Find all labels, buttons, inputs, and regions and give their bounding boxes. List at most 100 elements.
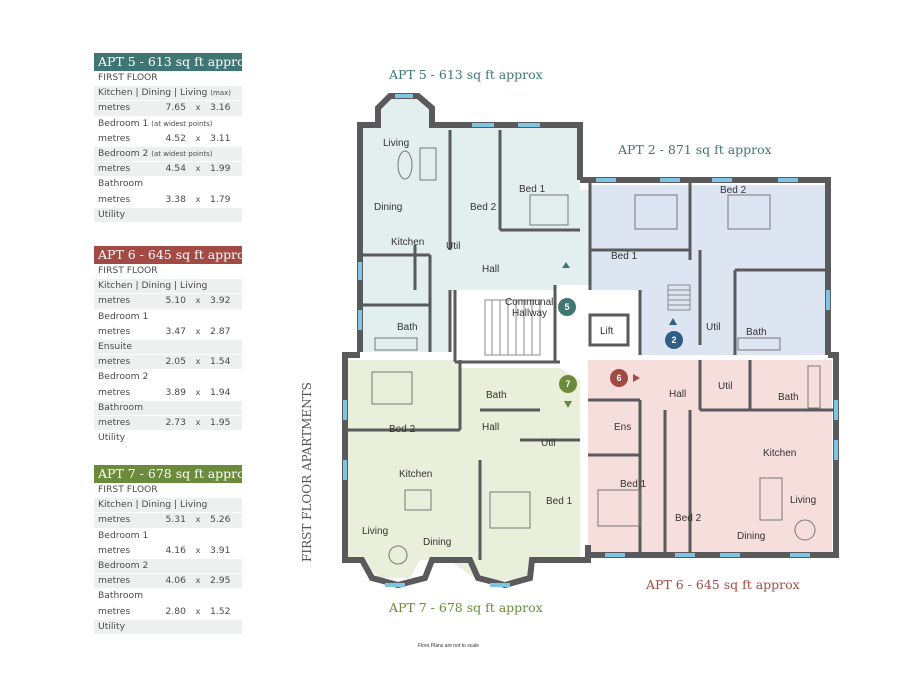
apt5-floor: FIRST FLOOR	[94, 71, 242, 87]
communal-stairs	[484, 299, 541, 356]
apt7-room-name: Bedroom 1	[94, 529, 242, 544]
apt6-room-name: Ensuite	[94, 340, 242, 356]
apt6-extra: Utility	[94, 431, 242, 447]
room-label: Communal	[505, 297, 553, 308]
apt5-spec-title: APT 5 - 613 sq ft approx	[94, 53, 252, 71]
room-label: Bed 1	[620, 479, 647, 490]
room-label: Kitchen	[399, 469, 432, 480]
room-label: Bed 1	[611, 251, 638, 262]
apt6-floor: FIRST FLOOR	[94, 264, 242, 280]
bath	[737, 337, 781, 351]
entrance-marker-apt7: 7	[559, 375, 577, 408]
apt7-outer-wall	[342, 352, 591, 589]
marker-label: 5	[564, 302, 569, 312]
room-label: Ens	[614, 422, 631, 433]
room-label: Hall	[669, 389, 686, 400]
apartment-fills	[348, 96, 832, 580]
plan-title-apt7: APT 7 - 678 sq ft approx	[389, 600, 543, 615]
room-label: Hall	[482, 422, 499, 433]
apt5-extra: Utility	[94, 207, 242, 224]
room-label: Bath	[397, 322, 418, 333]
apt7-fill	[348, 360, 580, 580]
apt2-stairs	[667, 284, 691, 311]
room-label: Bed 2	[389, 424, 416, 435]
apt5-room-name: Kitchen | Dining | Living (max)	[94, 86, 242, 102]
apt5-spec-panel: APT 5 - 613 sq ft approx FIRST FLOOR Kit…	[94, 53, 252, 224]
apt6-room-name: Bathroom	[94, 400, 242, 417]
apt5-room-name: Bedroom 2 (at widest points)	[94, 147, 242, 163]
bed	[634, 194, 678, 230]
room-label: Bed 1	[519, 184, 546, 195]
sofa	[759, 477, 783, 521]
room-label: Util	[541, 438, 555, 449]
apt5-room-name: Bedroom 1 (at widest points)	[94, 117, 242, 132]
apt7-spec-panel: APT 7 - 678 sq ft approx FIRST FLOOR Kit…	[94, 465, 252, 636]
plan-title-apt2: APT 2 - 871 sq ft approx	[618, 142, 772, 157]
room-label: Kitchen	[763, 448, 796, 459]
marker-label: 7	[565, 379, 570, 389]
furniture	[371, 147, 821, 565]
apt5-room-name: Bathroom	[94, 177, 242, 193]
room-label: Util	[706, 322, 720, 333]
apt6-spec-title: APT 6 - 645 sq ft approx	[94, 246, 252, 264]
room-label: Living	[383, 138, 409, 149]
apt6-room-name: Bedroom 1	[94, 310, 242, 325]
room-label: Util	[446, 241, 460, 252]
room-label: Bath	[746, 327, 767, 338]
apt5-fill	[360, 96, 590, 352]
room-label: Bed 2	[470, 202, 497, 213]
apt7-room-name: Bedroom 2	[94, 559, 242, 575]
inner-walls	[345, 130, 836, 560]
bed	[489, 491, 531, 529]
plan-title-apt5: APT 5 - 613 sq ft approx	[389, 67, 543, 82]
room-label: Hall	[482, 264, 499, 275]
room-label: Dining	[423, 537, 451, 548]
room-label: Kitchen	[391, 237, 424, 248]
footnote: Floor Plans are not to scale	[418, 643, 479, 649]
apt6-spec-panel: APT 6 - 645 sq ft approx FIRST FLOOR Kit…	[94, 246, 252, 447]
entrance-marker-apt5: 5	[558, 262, 576, 316]
room-label: Living	[362, 526, 388, 537]
windows	[343, 94, 838, 587]
lift-wall	[588, 313, 630, 347]
apt6-room-name: Bedroom 2	[94, 370, 242, 386]
apt2-fill	[590, 185, 825, 355]
bed	[371, 371, 413, 405]
bed	[597, 489, 641, 527]
room-label: Hallway	[512, 308, 547, 319]
communal-fill	[455, 290, 555, 362]
bath	[374, 337, 418, 351]
apt7-extra: Utility	[94, 619, 242, 636]
marker-label: 6	[616, 373, 621, 383]
bath	[807, 365, 821, 409]
entrance-marker-apt2: 2	[665, 318, 683, 349]
room-label: Lift	[600, 326, 614, 337]
room-label: Bed 2	[720, 185, 747, 196]
table	[397, 150, 413, 180]
room-label: Dining	[374, 202, 402, 213]
entrance-markers: 5 2 7 6	[558, 262, 683, 408]
apt7-room-name: Bathroom	[94, 589, 242, 605]
room-label: Bed 2	[675, 513, 702, 524]
apt7-room-name: Kitchen | Dining | Living	[94, 498, 242, 514]
communal-wall	[453, 285, 560, 364]
room-label: Dining	[737, 531, 765, 542]
plan-title-apt6: APT 6 - 645 sq ft approx	[646, 577, 800, 592]
room-labels: Living Dining Kitchen Bed 2 Bed 1 Util H…	[362, 138, 816, 548]
room-label: Bath	[486, 390, 507, 401]
room-label: Util	[718, 381, 732, 392]
room-label: Bed 1	[546, 496, 573, 507]
